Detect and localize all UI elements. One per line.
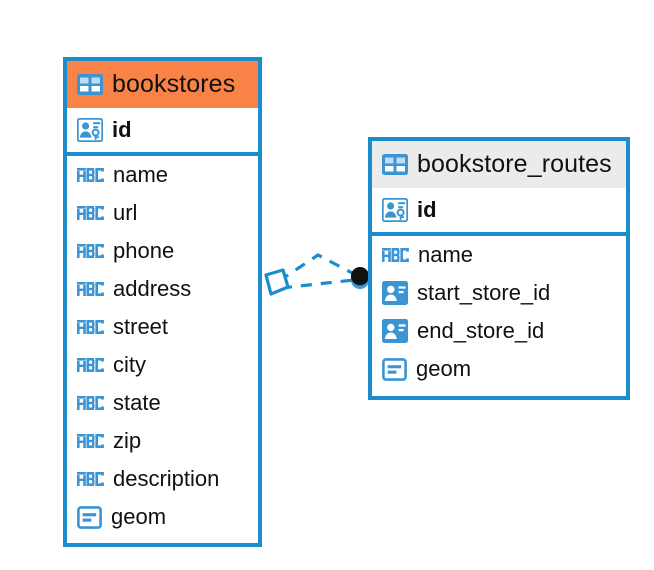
geometry-icon (382, 357, 407, 381)
field-label: city (113, 352, 146, 377)
primary-key-divider (67, 152, 258, 156)
text-abc-icon (77, 206, 104, 220)
foreign-key-icon (382, 319, 408, 343)
text-abc-icon (77, 358, 104, 372)
field-label: start_store_id (417, 280, 551, 305)
field-row-start-store-id[interactable]: start_store_id (372, 274, 626, 312)
field-list-bookstores: name (67, 156, 258, 536)
field-row-address[interactable]: address (67, 270, 258, 308)
geometry-icon (77, 505, 102, 529)
field-row-name[interactable]: name (372, 236, 626, 274)
text-abc-icon (77, 244, 104, 258)
field-label: zip (113, 428, 142, 453)
field-label: address (113, 276, 192, 301)
text-abc-icon (77, 168, 104, 182)
entity-table-bookstores[interactable]: bookstores id (63, 57, 262, 547)
text-abc-icon (382, 248, 409, 262)
field-row-street[interactable]: street (67, 308, 258, 346)
field-row-end-store-id[interactable]: end_store_id (372, 312, 626, 350)
field-label: phone (113, 238, 175, 263)
text-abc-icon (77, 472, 104, 486)
text-abc-icon (77, 282, 104, 296)
primary-key-divider (372, 232, 626, 236)
field-label: url (113, 200, 138, 225)
entity-header-bookstores[interactable]: bookstores (67, 61, 258, 108)
entity-name-label: bookstore_routes (417, 150, 612, 178)
field-row-phone[interactable]: phone (67, 232, 258, 270)
text-abc-icon (77, 396, 104, 410)
field-label: id (112, 117, 132, 142)
field-label: street (113, 314, 169, 339)
field-label: geom (111, 504, 167, 529)
field-row-zip[interactable]: zip (67, 422, 258, 460)
entity-table-bookstore-routes[interactable]: bookstore_routes id (368, 137, 630, 400)
field-label: description (113, 466, 220, 491)
field-row-bookstores-id[interactable]: id (67, 108, 258, 152)
entity-header-bookstore-routes[interactable]: bookstore_routes (372, 141, 626, 188)
field-row-url[interactable]: url (67, 194, 258, 232)
field-row-state[interactable]: state (67, 384, 258, 422)
foreign-key-icon (382, 281, 408, 305)
field-row-name[interactable]: name (67, 156, 258, 194)
table-icon (382, 154, 408, 175)
text-abc-icon (77, 320, 104, 334)
entity-name-label: bookstores (112, 70, 236, 98)
primary-key-icon (77, 118, 103, 142)
field-label: name (418, 242, 474, 267)
field-label: state (113, 390, 161, 415)
field-row-routes-id[interactable]: id (372, 188, 626, 232)
field-row-city[interactable]: city (67, 346, 258, 384)
field-row-geom[interactable]: geom (67, 498, 258, 536)
field-label: geom (416, 356, 472, 381)
field-label: name (113, 162, 169, 187)
field-row-description[interactable]: description (67, 460, 258, 498)
text-abc-icon (77, 434, 104, 448)
primary-key-icon (382, 198, 408, 222)
field-label: id (417, 197, 437, 222)
field-label: end_store_id (417, 318, 545, 343)
field-row-geom[interactable]: geom (372, 350, 626, 388)
table-icon (77, 74, 103, 95)
field-list-bookstore-routes: name start_store_id (372, 236, 626, 388)
